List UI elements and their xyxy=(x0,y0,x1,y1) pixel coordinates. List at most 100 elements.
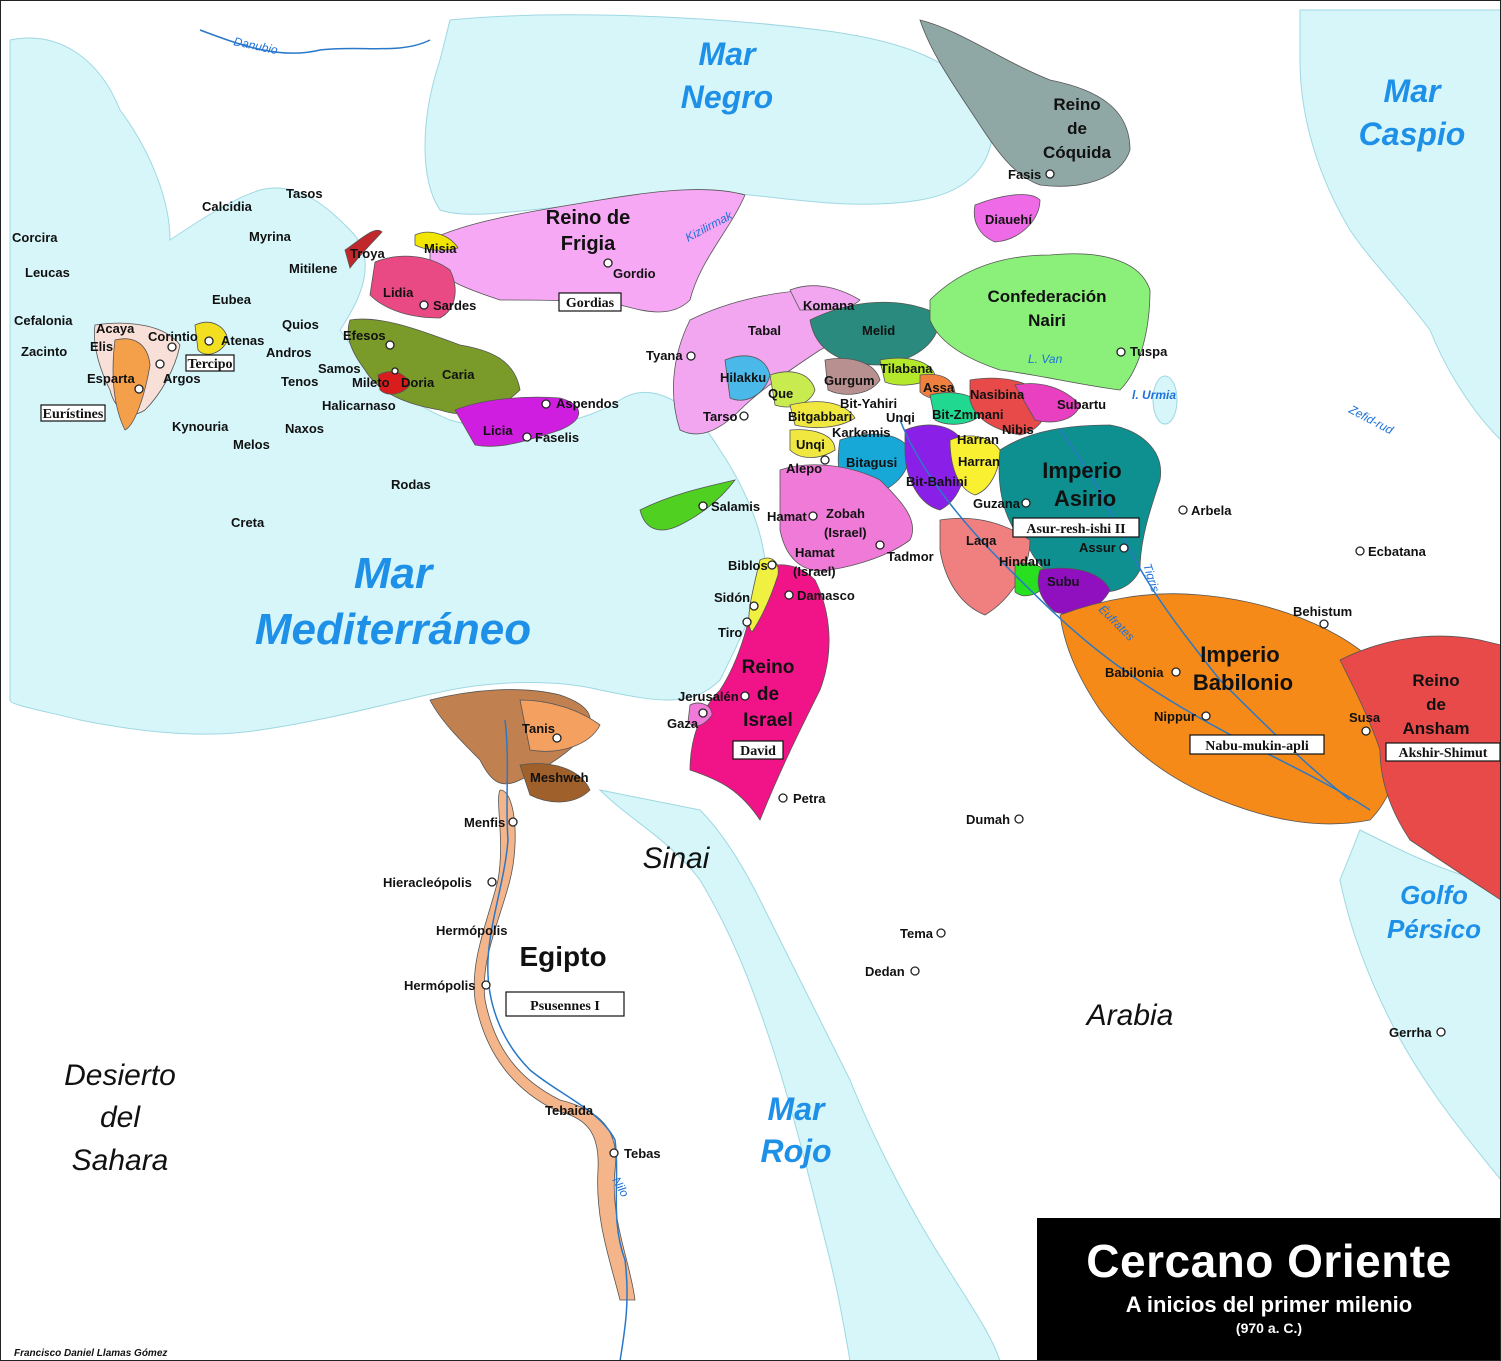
city-gerrha: Gerrha xyxy=(1389,1025,1432,1040)
state-subartu: Subartu xyxy=(1057,397,1106,412)
greece-corintio: Corintio xyxy=(148,329,198,344)
city-jerusalen: Jerusalén xyxy=(678,689,739,704)
city-marker-tuspa xyxy=(1116,347,1126,357)
unqi-west-region xyxy=(789,429,836,458)
title-box: Cercano Oriente A inicios del primer mil… xyxy=(1037,1218,1501,1361)
greece-calcidia: Calcidia xyxy=(202,199,253,214)
mileto-region xyxy=(377,371,411,395)
sea-rojo-line1: Mar xyxy=(768,1091,826,1127)
state-gurgum: Gurgum xyxy=(824,373,875,388)
city-susa: Susa xyxy=(1349,710,1381,725)
state-hindanu: Hindanu xyxy=(999,554,1051,569)
greece-myrina: Myrina xyxy=(249,229,292,244)
sea-labels: Mar Negro Mar Caspio Mar Mediterráneo Ma… xyxy=(255,36,1481,1169)
state-bitgabbari: Bitgabbari xyxy=(788,409,852,424)
city-tanis: Tanis xyxy=(522,721,555,736)
city-nippur: Nippur xyxy=(1154,709,1196,724)
kingdom-babilonio-line1: Imperio xyxy=(1200,642,1279,667)
city-arbela: Arbela xyxy=(1191,503,1232,518)
city-marker-gerrha xyxy=(1436,1027,1446,1037)
sea-rojo-line2: Rojo xyxy=(760,1133,831,1169)
red-sea xyxy=(598,789,1001,1361)
ruler-psusennes-text: Psusennes I xyxy=(530,999,600,1014)
troya-region xyxy=(344,229,383,269)
sea-mediterraneo-line1: Mar xyxy=(354,549,435,598)
ruler-akshir: Akshir-Shimut xyxy=(1385,742,1501,762)
city-marker-tema xyxy=(936,928,946,938)
city-alepo: Alepo xyxy=(786,461,822,476)
city-tiro: Tiro xyxy=(718,625,742,640)
greece-argos: Argos xyxy=(163,371,201,386)
city-marker-mileto xyxy=(391,367,399,375)
state-guzana: Guzana xyxy=(973,496,1021,511)
state-misia: Misia xyxy=(424,241,457,256)
capital-marker-esparta xyxy=(134,384,144,394)
city-marker-biblos xyxy=(767,560,777,570)
capital-marker-babilonia xyxy=(1171,667,1181,677)
greece-tasos: Tasos xyxy=(286,186,323,201)
city-sidon: Sidón xyxy=(714,590,750,605)
city-marker-salamis xyxy=(698,501,708,511)
city-marker-sardes xyxy=(419,300,429,310)
sea-negro-line2: Negro xyxy=(681,79,773,115)
israel-region xyxy=(689,564,830,821)
greece-andros: Andros xyxy=(266,345,312,360)
kingdom-labels: Reino de Cóquida Reino de Frigia Confede… xyxy=(519,95,1469,972)
sea-caspio-line1: Mar xyxy=(1384,73,1442,109)
capital-marker-corintio xyxy=(167,342,177,352)
city-tebaida: Tebaida xyxy=(545,1103,594,1118)
ruler-tercipo-text: Tercipo xyxy=(187,357,232,372)
greece-esparta: Esparta xyxy=(87,371,135,386)
greece-acaya: Acaya xyxy=(96,321,135,336)
city-marker-tiro xyxy=(742,617,752,627)
euphrates-river xyxy=(899,419,1371,811)
greece-quios: Quios xyxy=(282,317,319,332)
city-marker-ecbatana xyxy=(1355,546,1365,556)
cyprus-region xyxy=(639,479,736,531)
ruler-gordias: Gordias xyxy=(558,292,622,312)
city-tarso: Tarso xyxy=(703,409,737,424)
city-tadmor: Tadmor xyxy=(887,549,934,564)
greece-melos: Melos xyxy=(233,437,270,452)
state-lidia: Lidia xyxy=(383,285,414,300)
nairi-region xyxy=(929,253,1151,391)
komana-region xyxy=(789,285,861,311)
state-diauehi: Diauehí xyxy=(985,212,1032,227)
city-marker-efesos xyxy=(385,340,395,350)
meshweh-region xyxy=(519,763,591,803)
bitgabbari-region xyxy=(789,401,856,429)
city-marker-tebas xyxy=(609,1148,619,1158)
city-hieracleopolis: Hieracleópolis xyxy=(383,875,472,890)
state-bitbahini: Bit-Bahini xyxy=(906,474,967,489)
greece-naxos: Naxos xyxy=(285,421,324,436)
que-region xyxy=(769,371,816,408)
state-tilabana: Tilabana xyxy=(880,361,933,376)
kingdom-nairi-line2: Nairi xyxy=(1028,311,1066,330)
kingdom-israel-line2: de xyxy=(757,684,779,705)
city-marker-tarso xyxy=(739,411,749,421)
state-unqi-1: Unqi xyxy=(886,410,915,425)
city-marker-aspendos xyxy=(541,399,551,409)
ruler-labels: Gordias Tercipo Eurístines Asur-resh-ish… xyxy=(40,292,1501,1017)
city-labels: Fasis Gordio Sardes Efesos Mileto Doria … xyxy=(322,167,1432,1161)
melid-region xyxy=(809,301,941,366)
coquida-region xyxy=(919,19,1131,187)
gurgum-region xyxy=(824,358,881,395)
sea-mediterraneo-line2: Mediterráneo xyxy=(255,605,531,654)
capital-marker-tanis xyxy=(552,733,562,743)
city-doria: Doria xyxy=(401,375,435,390)
capital-marker-assur xyxy=(1119,543,1129,553)
city-marker-gaza xyxy=(698,708,708,718)
state-laqa: Laqa xyxy=(966,533,997,548)
city-tebas: Tebas xyxy=(624,1146,661,1161)
sea-persico-line2: Pérsico xyxy=(1387,914,1481,944)
state-licia: Licia xyxy=(483,423,513,438)
capital-marker-argos xyxy=(155,359,165,369)
ruler-euristines: Eurístines xyxy=(40,404,106,422)
sea-negro-line1: Mar xyxy=(699,36,757,72)
city-tyana: Tyana xyxy=(646,348,683,363)
greece-cefalonia: Cefalonia xyxy=(14,313,73,328)
region-labels: Sinai Arabia Desierto del Sahara xyxy=(64,842,1173,1177)
city-marker-nippur xyxy=(1201,711,1211,721)
kingdom-coquida-line2: de xyxy=(1067,119,1087,138)
